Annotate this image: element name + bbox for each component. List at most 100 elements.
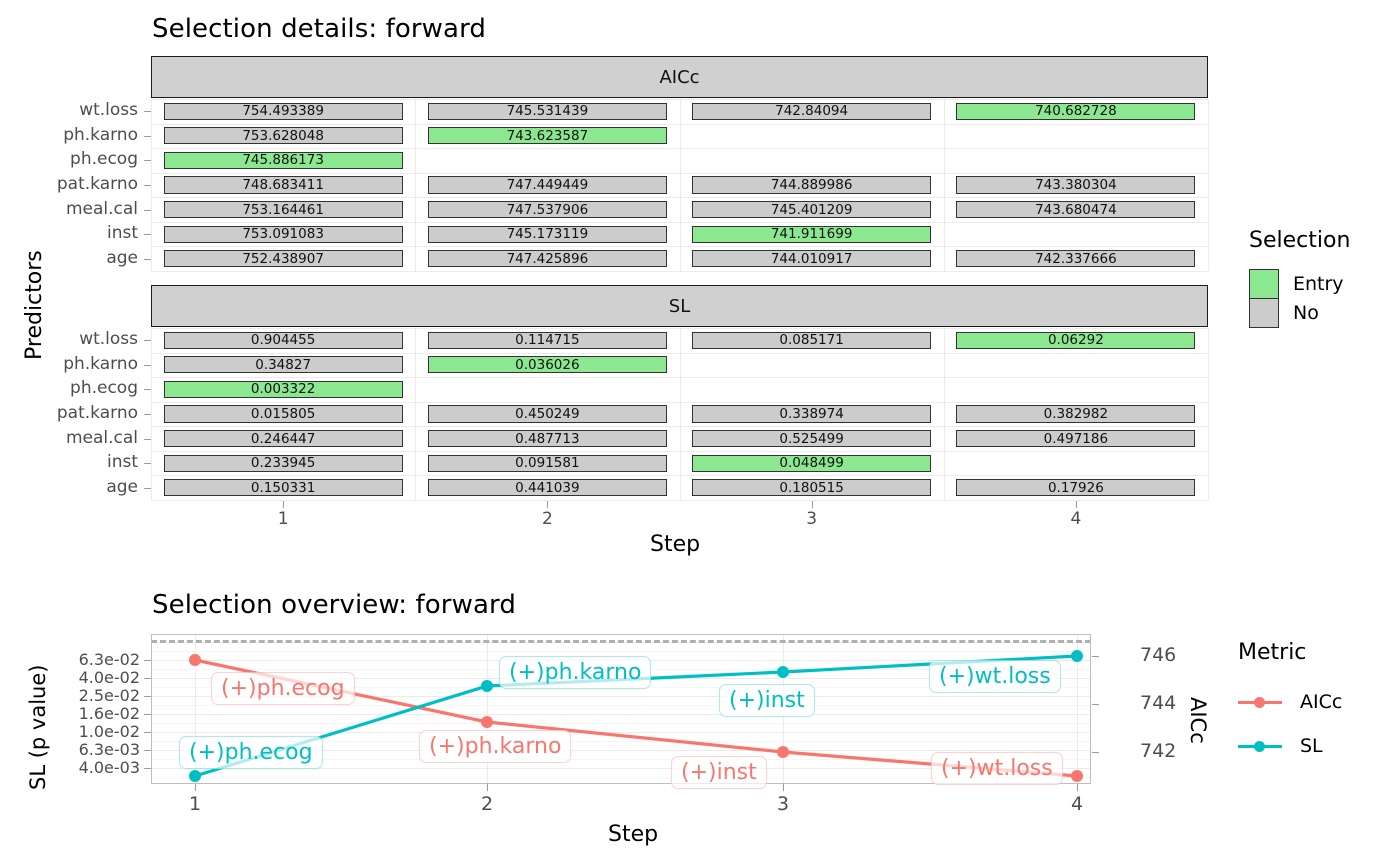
- left-y-tick-mark: [144, 750, 151, 751]
- y-tick-label-meal-cal: meal.cal: [65, 198, 138, 219]
- facet-strip-aicc: AICc: [151, 56, 1208, 98]
- tile-cell[interactable]: 748.683411: [163, 176, 403, 194]
- tile-cell[interactable]: 0.441039: [427, 479, 667, 497]
- left-y-tick-label: 4.0e-03: [78, 758, 140, 777]
- legend-swatch-no: [1249, 298, 1279, 328]
- data-point-aicc-step-4[interactable]: [1071, 770, 1083, 782]
- y-tick-mark: [144, 389, 151, 391]
- selection-legend-title: Selection: [1249, 228, 1351, 253]
- tile-cell[interactable]: 0.015805: [163, 405, 403, 423]
- tile-cell[interactable]: 0.487713: [427, 429, 667, 448]
- tile-cell[interactable]: 743.623587: [427, 127, 667, 145]
- tile-cell[interactable]: 0.34827: [163, 356, 403, 374]
- chart-annotation-sl: (+)ph.karno: [499, 656, 652, 689]
- x-tick-mark: [1077, 784, 1078, 791]
- tile-cell[interactable]: 747.537906: [427, 200, 667, 219]
- tile-cell[interactable]: 745.886173: [163, 151, 403, 170]
- tile-cell[interactable]: 0.450249: [427, 405, 667, 423]
- y-tick-label-ph-ecog: ph.ecog: [70, 378, 138, 399]
- tile-cell[interactable]: 0.382982: [956, 405, 1196, 423]
- tile-cell[interactable]: 0.525499: [692, 429, 932, 448]
- tile-cell[interactable]: 0.17926: [956, 479, 1196, 497]
- data-point-aicc-step-3[interactable]: [777, 746, 789, 758]
- tile-cell[interactable]: 0.497186: [956, 429, 1196, 448]
- tile-cell[interactable]: 0.085171: [692, 331, 932, 349]
- x-tick-mark: [1075, 501, 1077, 508]
- metric-legend-label-sl: SL: [1300, 735, 1323, 757]
- chart-grid-line-horizontal: [151, 750, 1091, 751]
- tile-cell[interactable]: 747.425896: [427, 250, 667, 268]
- right-y-tick-label: 744: [1140, 692, 1177, 714]
- data-point-aicc-step-1[interactable]: [189, 654, 201, 666]
- tile-cell[interactable]: 743.380304: [956, 176, 1196, 194]
- grid-line-vertical: [943, 99, 945, 271]
- grid-line-vertical: [943, 328, 945, 500]
- tile-cell[interactable]: 0.06292: [956, 331, 1196, 349]
- grid-line-horizontal: [151, 450, 1208, 452]
- tile-cell[interactable]: 754.493389: [163, 102, 403, 120]
- grid-line-horizontal: [151, 197, 1208, 199]
- x-tick-mark: [487, 784, 488, 791]
- tile-cell[interactable]: 0.904455: [163, 331, 403, 349]
- tile-cell[interactable]: 747.449449: [427, 176, 667, 194]
- tile-cell[interactable]: 744.010917: [692, 250, 932, 268]
- right-y-tick-mark: [1092, 704, 1099, 705]
- tile-cell[interactable]: 0.003322: [163, 380, 403, 399]
- tile-cell[interactable]: 0.246447: [163, 429, 403, 448]
- data-point-sl-step-3[interactable]: [777, 666, 789, 678]
- tile-cell[interactable]: 753.164461: [163, 200, 403, 219]
- chart-grid-line-minor: [151, 651, 1091, 652]
- tile-cell[interactable]: 0.150331: [163, 479, 403, 497]
- grid-line-horizontal: [151, 246, 1208, 248]
- data-point-sl-step-4[interactable]: [1071, 650, 1083, 662]
- tile-cell[interactable]: 740.682728: [956, 102, 1196, 120]
- tile-cell[interactable]: 741.911699: [692, 225, 932, 243]
- left-y-tick-label: 6.3e-03: [78, 740, 140, 759]
- tile-cell[interactable]: 753.091083: [163, 225, 403, 243]
- left-y-tick-mark: [144, 678, 151, 679]
- y-tick-mark: [144, 487, 151, 489]
- tile-cell[interactable]: 0.036026: [427, 356, 667, 374]
- overview-x-tick-label-step-1: 1: [188, 793, 202, 815]
- tile-cell[interactable]: 0.048499: [692, 454, 932, 472]
- tile-cell[interactable]: 745.173119: [427, 225, 667, 243]
- grid-line-vertical: [415, 328, 417, 500]
- legend-line-aicc: [1238, 691, 1282, 713]
- grid-line-horizontal: [151, 271, 1208, 272]
- tile-cell[interactable]: 0.338974: [692, 405, 932, 423]
- x-tick-mark: [195, 784, 196, 791]
- tile-cell[interactable]: 742.337666: [956, 250, 1196, 268]
- y-tick-label-inst: inst: [106, 452, 138, 473]
- right-y-tick-mark: [1092, 656, 1099, 657]
- x-tick-label-step-3: 3: [806, 509, 818, 529]
- tile-cell[interactable]: 742.84094: [692, 102, 932, 120]
- overview-x-axis-title: Step: [608, 822, 659, 847]
- tile-cell[interactable]: 744.889986: [692, 176, 932, 194]
- legend-line-sl: [1238, 735, 1282, 757]
- tile-cell[interactable]: 0.114715: [427, 331, 667, 349]
- chart-annotation-sl: (+)ph.ecog: [179, 736, 323, 769]
- left-y-tick-label: 6.3e-02: [78, 650, 140, 669]
- tile-cell[interactable]: 743.680474: [956, 200, 1196, 219]
- grid-line-vertical: [151, 328, 152, 500]
- chart-panel-border: [151, 634, 1091, 784]
- tile-cell[interactable]: 0.180515: [692, 479, 932, 497]
- tile-cell[interactable]: 745.401209: [692, 200, 932, 219]
- right-y-tick-mark: [1092, 752, 1099, 753]
- chart-grid-line-vertical: [195, 634, 196, 784]
- x-tick-label-step-4: 4: [1070, 509, 1082, 529]
- tile-cell[interactable]: 745.531439: [427, 102, 667, 120]
- grid-line-vertical: [679, 99, 681, 271]
- tile-cell[interactable]: 0.233945: [163, 454, 403, 472]
- tile-cell[interactable]: 752.438907: [163, 250, 403, 268]
- data-point-aicc-step-2[interactable]: [481, 716, 493, 728]
- data-point-sl-step-2[interactable]: [481, 680, 493, 692]
- tile-cell[interactable]: 753.628048: [163, 127, 403, 145]
- overview-chart-panel: (+)ph.ecog(+)ph.karno(+)inst(+)wt.loss(+…: [151, 634, 1091, 789]
- x-tick-mark: [547, 501, 549, 508]
- chart-annotation-aicc: (+)wt.loss: [931, 752, 1063, 785]
- selection-legend: Selection Entry No: [1249, 228, 1350, 328]
- tile-cell[interactable]: 0.091581: [427, 454, 667, 472]
- data-point-sl-step-1[interactable]: [189, 770, 201, 782]
